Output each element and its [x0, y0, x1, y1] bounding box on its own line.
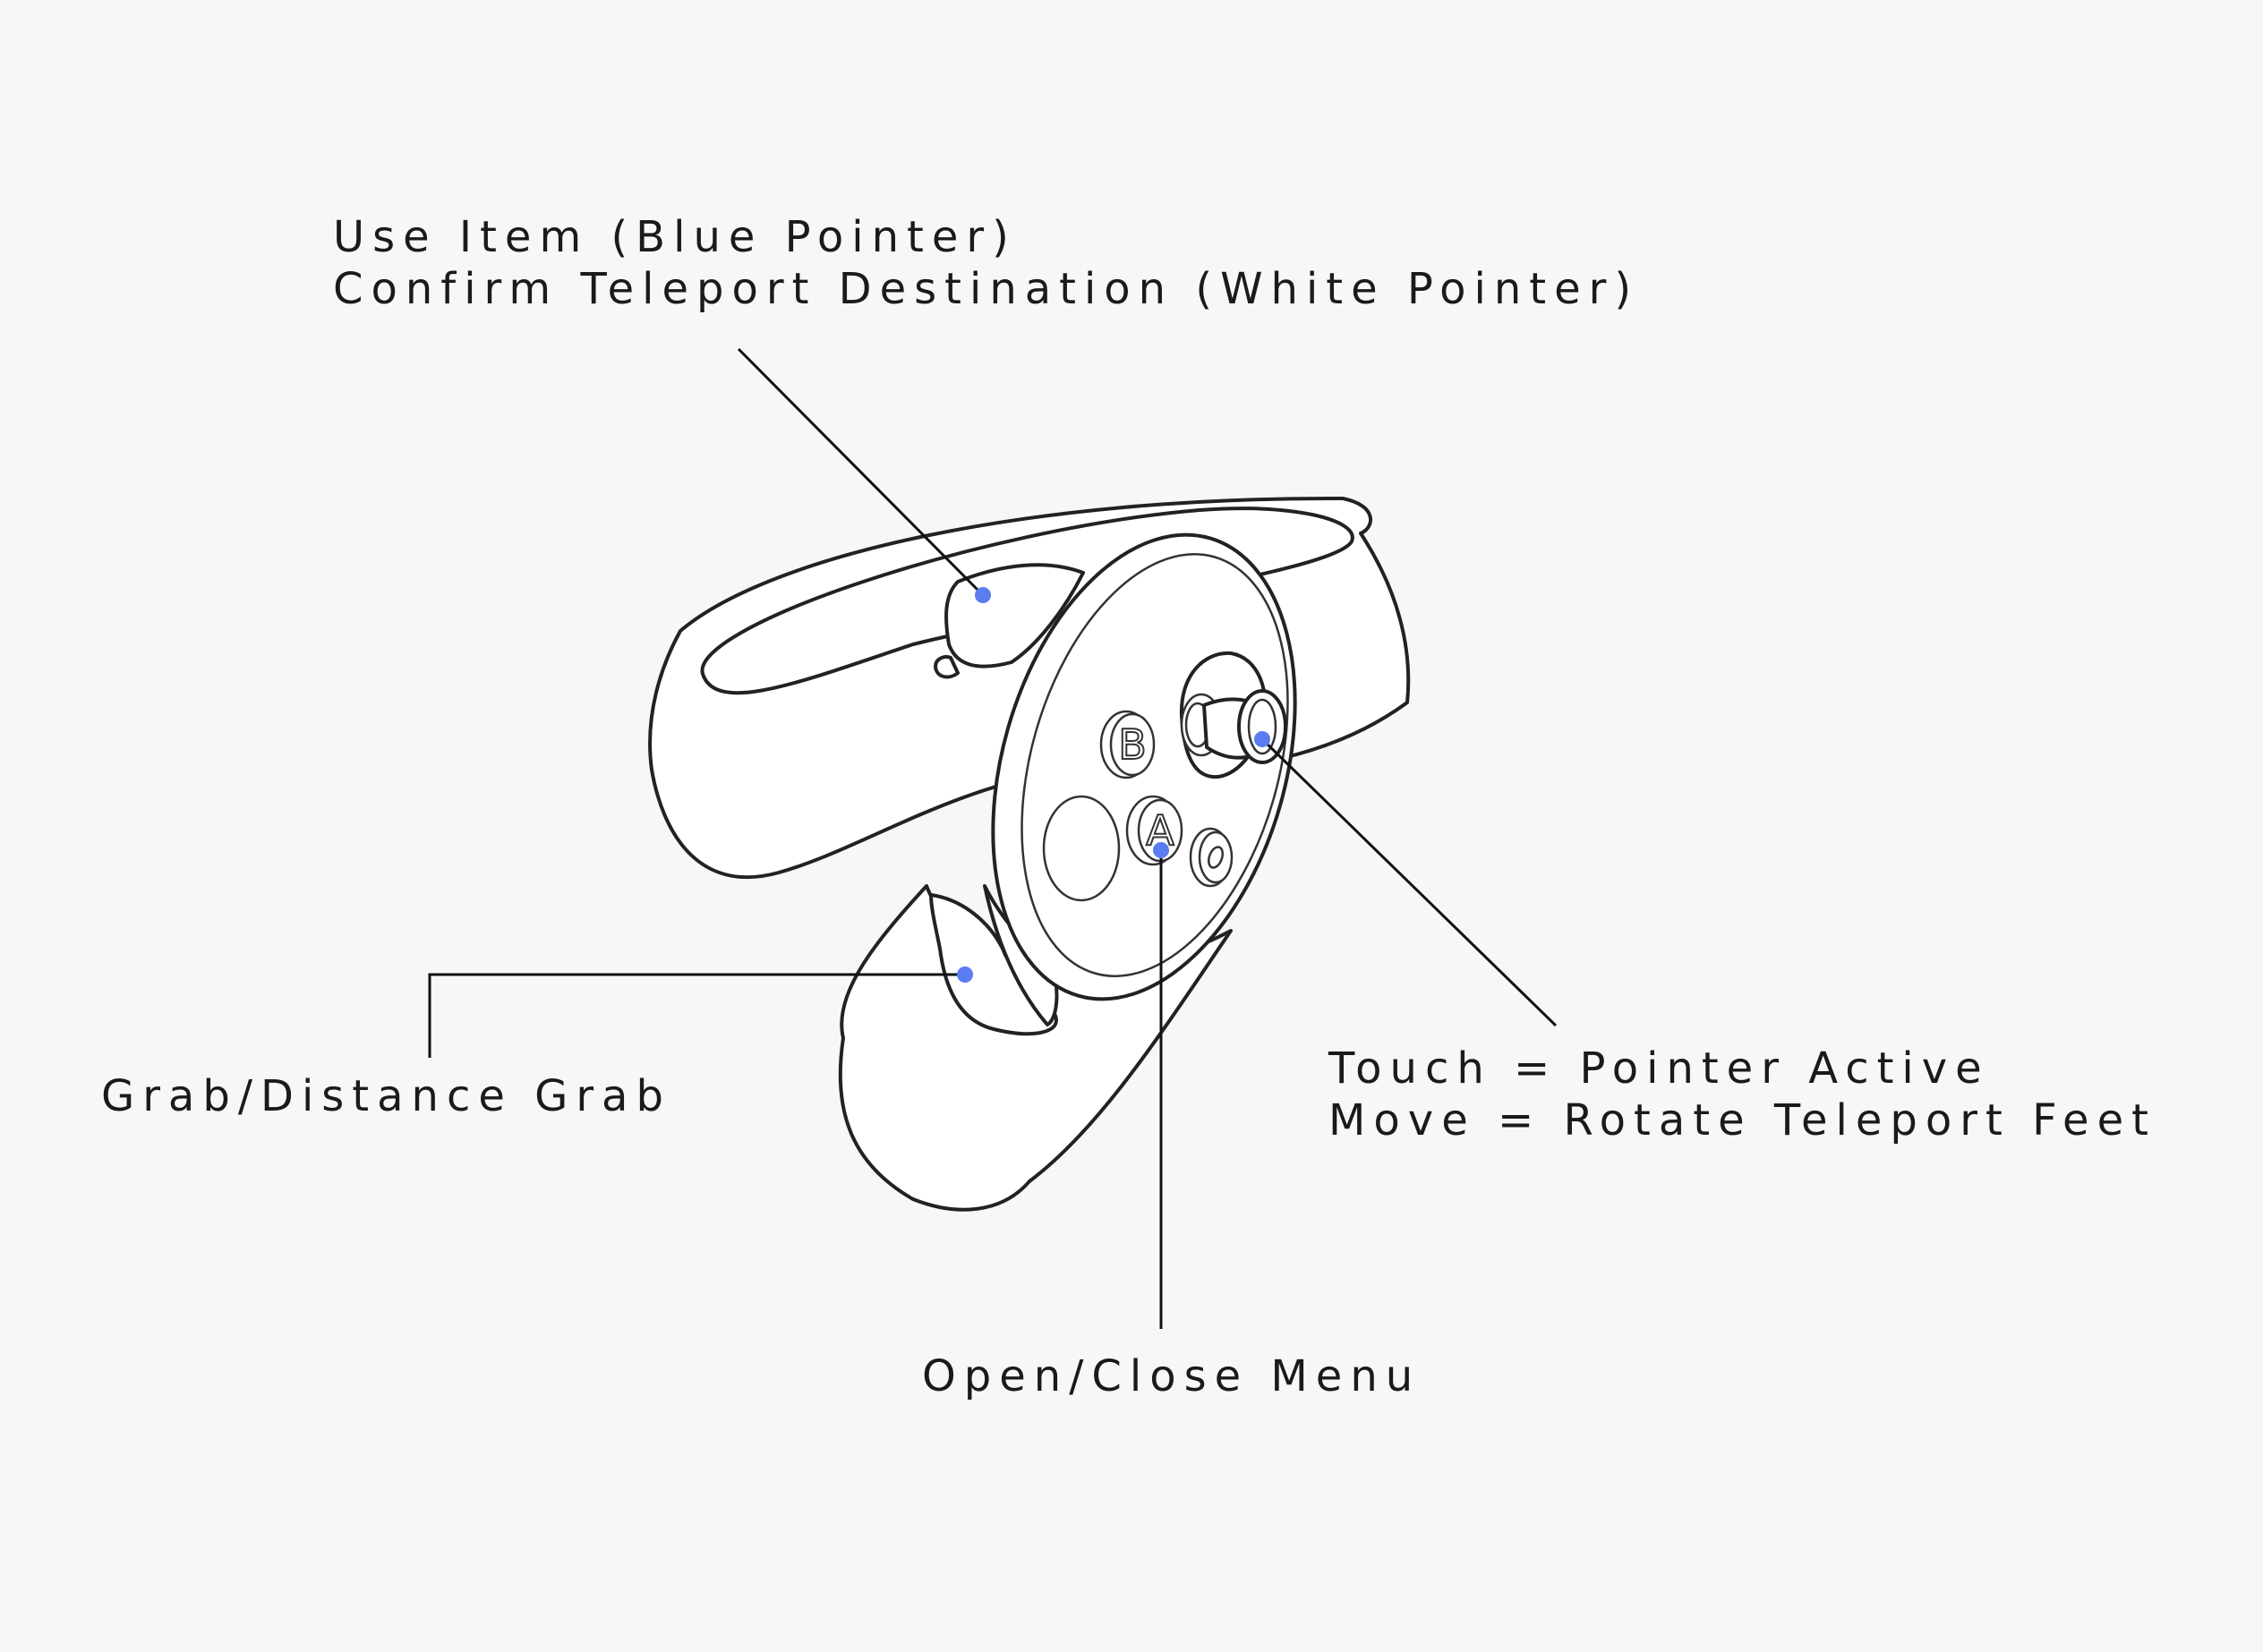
- callout-trigger-line2: Confirm Teleport Destination (White Poin…: [333, 264, 1640, 314]
- callout-trigger-line1: Use Item (Blue Pointer): [333, 212, 1017, 262]
- leader-lines: [428, 347, 1558, 1329]
- callout-grip-line1: Grab/Distance Grab: [101, 1071, 671, 1121]
- callout-grip: Grab/Distance Grab: [101, 1070, 671, 1122]
- callout-a-button-line1: Open/Close Menu: [922, 1351, 1422, 1401]
- leader-line-grip: [428, 973, 965, 1058]
- marker-thumbstick: [1254, 731, 1270, 747]
- marker-trigger: [975, 587, 991, 603]
- callout-thumbstick: Touch = Pointer Active Move = Rotate Tel…: [1328, 1043, 2156, 1146]
- leader-line-thumbstick: [1260, 737, 1558, 1027]
- button-oculus: [1189, 827, 1234, 888]
- callout-a-button: Open/Close Menu: [922, 1350, 1421, 1402]
- leader-line-trigger: [737, 347, 985, 597]
- button-a-glyph: A: [1146, 806, 1174, 855]
- thumbrest: [1042, 795, 1121, 902]
- marker-grip: [957, 967, 973, 983]
- button-b-glyph: B: [1118, 720, 1147, 769]
- callout-thumbstick-line2: Move = Rotate Teleport Feet: [1328, 1095, 2156, 1145]
- markers: [957, 587, 1270, 983]
- marker-a-button: [1153, 842, 1169, 858]
- button-b: B: [1099, 710, 1156, 779]
- button-a: A: [1125, 795, 1183, 866]
- callout-trigger: Use Item (Blue Pointer) Confirm Teleport…: [333, 211, 1639, 315]
- callout-thumbstick-line1: Touch = Pointer Active: [1328, 1043, 1990, 1094]
